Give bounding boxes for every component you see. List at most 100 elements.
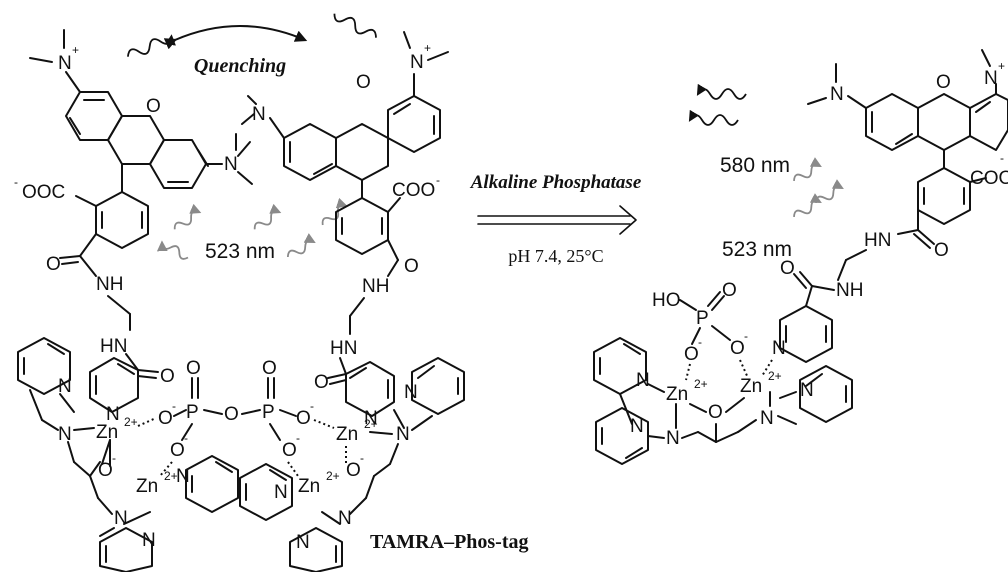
- compound-name-label: TAMRA–Phos-tag: [370, 531, 529, 553]
- svg-text:-: -: [296, 431, 300, 445]
- atom-n-product-amine-right: N: [760, 408, 774, 429]
- svg-text:-: -: [112, 451, 116, 465]
- atom-hn-product: HN: [864, 230, 891, 251]
- atom-nh-left: NH: [96, 274, 123, 295]
- atom-coo-left: OOC: [22, 182, 65, 203]
- atom-ho-product: HO: [652, 290, 681, 311]
- atom-n-plus-right-dimer: N: [410, 52, 424, 73]
- atom-o-product-p-left: O: [684, 344, 699, 365]
- atom-hn-right-dimer: HN: [330, 338, 357, 359]
- atom-nh-product: NH: [836, 280, 863, 301]
- atom-o-left-amide: O: [46, 254, 61, 275]
- atom-o-phos4: O: [282, 440, 297, 461]
- atom-zn-upper-right: Zn: [336, 424, 358, 445]
- atom-o-phos3: O: [170, 440, 185, 461]
- svg-text:+: +: [998, 59, 1005, 73]
- svg-text:2+: 2+: [326, 469, 340, 483]
- atom-n-pyr-right: N: [364, 408, 378, 429]
- excitation-waves-right: 523 nm: [722, 157, 844, 261]
- left-outer-pyridine: N: [17, 337, 72, 397]
- atom-n-amine-right-lower: N: [338, 508, 352, 529]
- atom-o-p-left-top: O: [186, 358, 201, 379]
- atom-n-outer-right: N: [404, 382, 418, 403]
- quenching-label: Quenching: [194, 55, 286, 77]
- svg-text:-: -: [360, 451, 364, 465]
- atom-o-p-right-top: O: [262, 358, 277, 379]
- svg-text:2+: 2+: [164, 469, 178, 483]
- atom-n-pyr-left: N: [106, 404, 120, 425]
- atom-zn-product-right: Zn: [740, 376, 762, 397]
- svg-text:-: -: [172, 399, 176, 413]
- atom-zn-lower-right: Zn: [298, 476, 320, 497]
- atom-o-right-amide2: O: [314, 372, 329, 393]
- atom-o-phos2: O: [296, 408, 311, 429]
- right-benzoate-dimer: COO - O NH HN O: [314, 173, 440, 393]
- atom-o-product-p-top: O: [722, 280, 737, 301]
- atom-zn-product-left: Zn: [666, 384, 688, 405]
- atom-n-product-pyr-right: N: [800, 380, 814, 401]
- svg-text:-: -: [436, 173, 440, 187]
- product-pyridine-amide: N: [772, 305, 833, 363]
- left-benzoate: OOC - O NH HN O: [14, 163, 175, 387]
- atom-n-outer-left: N: [58, 376, 72, 397]
- arrow-head: [619, 205, 637, 235]
- atom-n-amine-left-lower: N: [114, 508, 128, 529]
- left-pyridine-amide: N: [89, 357, 139, 425]
- svg-text:-: -: [698, 335, 702, 349]
- right-outer-pyridine: N: [404, 357, 465, 415]
- atom-o-phos1: O: [158, 408, 173, 429]
- atom-n-left-xanthene: N: [224, 154, 238, 175]
- emission-label-right: 580 nm: [720, 154, 790, 177]
- emission-wave-right: [333, 13, 377, 38]
- atom-zn-lower-left: Zn: [136, 476, 158, 497]
- lower-right-pyridines: N N: [239, 463, 343, 572]
- dimer-core: Zn 2+ Zn 2+ O - P O O P O O - O -: [29, 358, 433, 529]
- atom-hn-left: HN: [100, 336, 127, 357]
- atom-n-product-pyr-left: N: [636, 370, 650, 391]
- atom-o-product-p-right: O: [730, 338, 745, 359]
- left-xanthene: O N: [65, 91, 253, 189]
- emission-waves-right: 580 nm: [688, 83, 790, 177]
- svg-text:2+: 2+: [694, 377, 708, 391]
- atom-n-amine-left: N: [58, 424, 72, 445]
- excitation-waves-left: 523 nm: [156, 197, 348, 263]
- atom-n-pyr-lower-right-b: N: [296, 532, 310, 553]
- left-iminium: N +: [29, 29, 81, 93]
- atom-n-pyr-lower-right-a: N: [274, 482, 288, 503]
- svg-text:-: -: [744, 329, 748, 343]
- svg-text:-: -: [310, 399, 314, 413]
- atom-n-product-amine-left: N: [666, 428, 680, 449]
- svg-text:-: -: [1000, 151, 1004, 165]
- svg-text:-: -: [14, 175, 18, 189]
- svg-text:+: +: [424, 41, 431, 55]
- atom-n-pyr-lower-left-b: N: [142, 530, 156, 551]
- atom-p-left: P: [186, 402, 199, 423]
- right-pyridine-amide: N: [345, 361, 395, 429]
- right-xanthene: N O N +: [241, 31, 449, 181]
- atom-coo-product: COO: [970, 168, 1008, 189]
- atom-n-right-dimer: N: [252, 104, 266, 125]
- tamra-phos-tag-dimer: Quenching N + O N: [14, 13, 529, 572]
- atom-o-product-xanthene: O: [936, 72, 951, 93]
- quenching-double-arrow: [163, 25, 308, 50]
- svg-text:-: -: [184, 431, 188, 445]
- atom-n-product-pyr-lower: N: [630, 416, 644, 437]
- reaction-arrow-group: Alkaline Phosphatase pH 7.4, 25°C: [470, 172, 642, 266]
- lower-left-pyridines: N N: [99, 455, 239, 572]
- product-core: Zn 2+ Zn 2+ N O N N: [593, 337, 853, 465]
- atom-o-product-amide2: O: [780, 258, 795, 279]
- atom-coo-right-dimer: COO: [392, 180, 435, 201]
- atom-o-left-xanthene: O: [146, 96, 161, 117]
- svg-text:+: +: [72, 43, 79, 57]
- atom-o-bridge: O: [224, 404, 239, 425]
- atom-n-product-left: N: [830, 84, 844, 105]
- conditions-label: pH 7.4, 25°C: [508, 246, 603, 266]
- atom-o-right-xanthene: O: [356, 72, 371, 93]
- atom-n-amine-right: N: [396, 424, 410, 445]
- svg-text:2+: 2+: [364, 417, 378, 431]
- svg-text:2+: 2+: [768, 369, 782, 383]
- excitation-label-left: 523 nm: [205, 240, 275, 263]
- atom-n-plus-left: N: [58, 53, 72, 74]
- emission-wave-left: [127, 34, 176, 57]
